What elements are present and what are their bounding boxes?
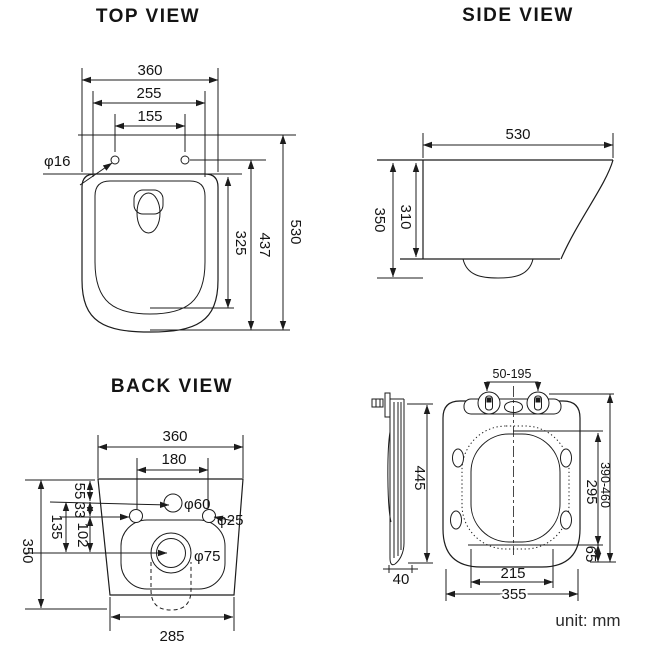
dim-label-155: 155 [137,108,162,125]
dim-label-350-side: 350 [371,207,388,232]
dim-label-325: 325 [232,230,249,255]
dim-label-285: 285 [159,628,184,645]
seat-side-profile [371,392,405,566]
seat-outer-outline [442,400,581,568]
top-view-title: TOP VIEW [96,6,200,27]
phi25-leader [213,515,235,522]
hinge-cap-right [526,391,550,415]
top-view-outline [43,134,296,333]
hinge-bolt-right [535,397,541,403]
dim-label-295: 295 [583,479,600,504]
seat-ring-inner [470,433,561,543]
seat-mounting-hole-left [110,155,120,165]
back-view-dimensions: 360 180 φ60 φ25 φ75 350 135 55 33 102 [19,428,244,645]
bowl-back-opening [120,519,226,590]
seat-ring-bulge [387,431,392,523]
hinge-pin [371,398,384,408]
body-outline [97,478,244,596]
seat-view-dimensions: 50-195 445 40 295 65 390-460 215 [383,367,616,605]
dim-label-350-back: 350 [19,538,36,563]
hinge-cap-left [477,391,501,415]
hinge-bolt-left [486,397,492,403]
phi16-leader [79,162,113,186]
dim-label-50-195: 50-195 [493,367,532,381]
side-view-dimensions: 530 350 310 [371,126,614,279]
hinge-flange [384,392,391,418]
dim-label-215: 215 [500,565,525,582]
seat-ring-outer [461,425,570,550]
seat-mounting-hole-right [180,155,190,165]
dim-label-390-460: 390-460 [598,462,612,508]
dim-label-530-side: 530 [505,126,530,143]
dim-label-445: 445 [411,465,428,490]
dim-line-50-195 [483,381,542,392]
dim-label-55: 55 [71,483,88,500]
dim-label-phi25: φ25 [217,512,243,529]
dim-label-355: 355 [501,586,526,603]
back-view-title: BACK VIEW [111,376,233,397]
dim-label-phi60: φ60 [184,496,210,513]
back-view-outline [97,478,244,611]
bumper-bottom-left [450,510,462,530]
hinge-slot-right [534,395,542,411]
seat-view: 50-195 445 40 295 65 390-460 215 [371,367,616,605]
side-view: SIDE VIEW 530 350 310 [371,5,614,279]
unit-label: unit: mm [555,611,620,630]
back-view: BACK VIEW 360 180 φ60 [19,376,244,645]
dim-label-33: 33 [71,502,88,519]
dim-label-360: 360 [137,62,162,79]
dim-label-530: 530 [287,219,304,244]
bumper-top-right [560,448,572,468]
bolt-hole-left [129,509,143,523]
flush-hole-oval [136,192,161,234]
dim-label-180: 180 [161,451,186,468]
pan-outer-outline [81,173,219,333]
flush-inlet-hole [163,493,183,513]
bumper-bottom-right [560,510,572,530]
phi60-leader [49,501,170,508]
trap-dome [462,258,534,279]
dim-label-40: 40 [393,571,410,588]
dim-label-360-back: 360 [162,428,187,445]
bumper-top-left [452,448,464,468]
dim-label-135: 135 [48,514,65,539]
top-view-dimensions: 360 255 155 φ16 325 437 530 [44,62,304,331]
seat-top-view [442,386,581,568]
seat-profile-left-edge [389,399,396,566]
dim-label-310: 310 [397,204,414,229]
side-view-title: SIDE VIEW [462,5,574,26]
seat-profile-right-edge [394,399,405,565]
hinge-slot-left [485,395,493,411]
dim-label-255: 255 [136,85,161,102]
top-view: TOP VIEW 360 255 155 φ16 [43,6,304,333]
rim-inner-outline [94,180,206,315]
dim-label-65: 65 [582,546,599,563]
flush-button-outline [133,189,164,215]
dim-label-phi16: φ16 [44,153,70,170]
dim-label-437: 437 [256,232,273,257]
hidden-trap-outline [150,562,192,611]
pan-front-profile-curve [560,159,614,260]
side-view-outline [377,159,614,279]
dim-label-phi75: φ75 [194,548,220,565]
dim-label-102: 102 [74,522,91,547]
